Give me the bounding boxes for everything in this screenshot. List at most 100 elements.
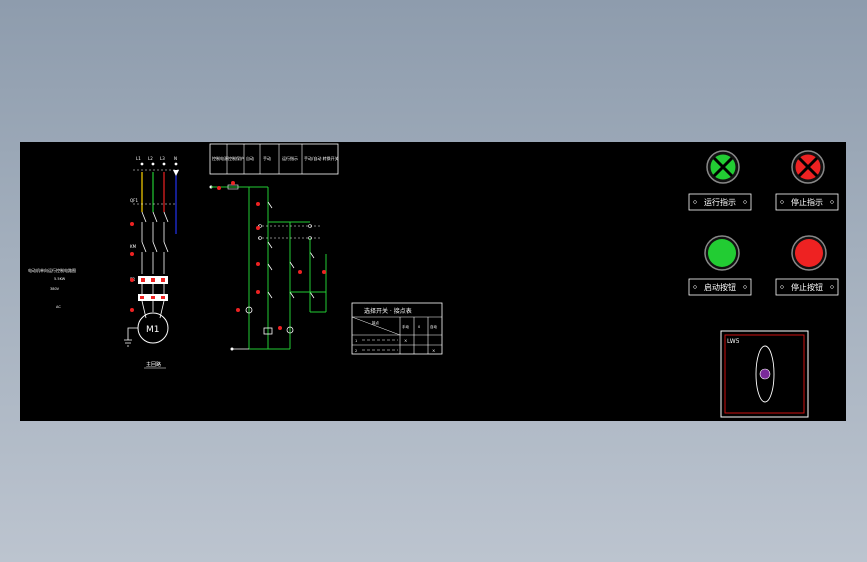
label-frame: [775, 278, 839, 296]
selector-table: 选择开关 · 接点表 接点 手动 0 自动 1 × 2 ×: [351, 302, 443, 355]
lamp-cross-icon: [712, 156, 734, 178]
label-frame: [688, 278, 752, 296]
motor-caption: 主回路: [146, 361, 161, 368]
header-cell: 控制电源: [212, 155, 228, 161]
contactor-coil: [263, 327, 273, 335]
start-button[interactable]: [704, 235, 740, 271]
red-marker: [130, 278, 134, 282]
table-border: [209, 143, 339, 175]
switch-inner-frame: [724, 334, 805, 414]
terminal-element: [161, 296, 165, 299]
red-marker: [256, 290, 260, 294]
label-frame: [775, 193, 839, 211]
header-cell: 手动: [263, 155, 271, 161]
contact-circle: [258, 236, 262, 240]
terminal-dot: [140, 162, 144, 166]
terminal-dot: [174, 162, 178, 166]
selector-knob-center: [759, 368, 771, 380]
side-note-title: 电动机单向运行控制电路图: [28, 267, 76, 273]
indicator-label-run: 运行指示: [688, 193, 752, 211]
selector-label: LW5: [727, 338, 740, 345]
terminal-element: [151, 296, 155, 299]
screw-icon: [830, 200, 834, 204]
red-marker: [256, 226, 260, 230]
table-diagonal: [351, 316, 401, 336]
row-label: 1: [355, 339, 357, 343]
row-cell: ×: [432, 348, 435, 353]
terminal-dot: [162, 162, 166, 166]
red-marker: [130, 252, 134, 256]
terminal-dot: [151, 162, 155, 166]
header-cell: 控制保护: [228, 155, 244, 161]
relay-element: [141, 278, 145, 282]
selector-table-title: 选择开关 · 接点表: [364, 307, 412, 315]
control-circuit: [209, 181, 327, 351]
row-cell: ×: [404, 338, 407, 343]
cad-drawing-canvas[interactable]: L1 L2 L3 N QF1 KM FR: [20, 142, 846, 421]
breaker-label: QF1: [130, 198, 138, 203]
motor-label: M1: [146, 325, 160, 335]
panel-indicator-stop[interactable]: [791, 150, 825, 184]
indicator-label-stop: 停止指示: [775, 193, 839, 211]
relay-element: [151, 278, 155, 282]
col-header: 0: [418, 325, 420, 329]
screw-icon: [743, 200, 747, 204]
side-note-line3: 380V: [50, 287, 60, 291]
col-header: 手动: [402, 324, 410, 329]
side-note-line2: 5.5KW: [54, 277, 66, 281]
side-note-line4: AC: [56, 305, 61, 309]
red-marker: [130, 222, 134, 226]
screw-icon: [780, 285, 784, 289]
stop-button[interactable]: [791, 235, 827, 271]
contact-row-line: [362, 339, 398, 351]
ground-icon: [124, 327, 138, 347]
start-button-label: 启动按钮: [704, 282, 736, 292]
stop-indicator-label: 停止指示: [791, 197, 823, 207]
screw-icon: [693, 285, 697, 289]
red-marker: [322, 270, 326, 274]
screw-icon: [830, 285, 834, 289]
schematic-svg: L1 L2 L3 N QF1 KM FR: [28, 143, 839, 418]
supply-label-l2: L2: [148, 156, 153, 161]
contact-circle: [258, 224, 262, 228]
screw-icon: [743, 285, 747, 289]
run-indicator-label: 运行指示: [704, 197, 736, 207]
red-marker: [236, 308, 240, 312]
lamp-cross-icon: [797, 156, 819, 178]
table-border: [351, 302, 443, 355]
main-circuit: L1 L2 L3 N QF1 KM FR: [28, 156, 180, 369]
control-header-table: 控制电源 控制保护 自动 手动 运行指示 手动/自动 转换开关: [209, 143, 339, 175]
supply-label-l1: L1: [136, 156, 141, 161]
header-cell: 手动/自动 转换开关: [304, 155, 339, 161]
panel-indicator-run[interactable]: [706, 150, 740, 184]
contactor-label: KM: [130, 244, 137, 249]
selector-knob: [755, 345, 775, 403]
col-header: 自动: [430, 324, 438, 329]
red-marker: [256, 202, 260, 206]
lamp-symbol: [286, 326, 294, 334]
breaker-contacts: [141, 211, 169, 223]
col-header: 接点: [372, 320, 380, 325]
terminal-element: [140, 296, 144, 299]
supply-labels: L1 L2 L3 N: [136, 156, 177, 161]
header-cell: 自动: [246, 155, 254, 161]
row-label: 2: [355, 349, 357, 353]
red-marker: [256, 262, 260, 266]
button-label-stop: 停止按钮: [775, 278, 839, 296]
selector-switch[interactable]: LW5: [720, 330, 809, 418]
switch-outer-frame: [720, 330, 809, 418]
red-marker: [278, 326, 282, 330]
switch-contacts: [267, 201, 315, 299]
neutral-arrow: [173, 170, 179, 176]
red-marker: [231, 181, 235, 185]
supply-label-l3: L3: [160, 156, 165, 161]
start-button-cap: [708, 239, 736, 267]
stop-button-cap: [795, 239, 823, 267]
label-frame: [688, 193, 752, 211]
red-marker: [298, 270, 302, 274]
contact-circle: [308, 224, 312, 228]
contactor-contacts: [141, 241, 169, 253]
red-marker: [217, 186, 221, 190]
button-label-start: 启动按钮: [688, 278, 752, 296]
lamp-symbol: [245, 306, 253, 314]
